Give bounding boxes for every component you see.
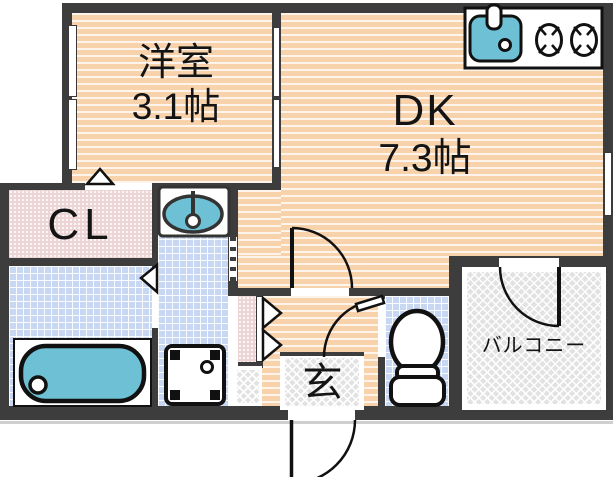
dk-floor-mid (238, 256, 449, 288)
western-room-name: 洋室 (137, 42, 214, 84)
entrance-label: 玄 (302, 361, 343, 405)
window-icon (604, 152, 612, 216)
sliding-door-icon (273, 27, 280, 97)
dk-hall-door-opening (291, 288, 349, 296)
top-wall (62, 3, 613, 13)
western-room-closet-opening (85, 183, 152, 190)
dk-label: DK 7.3帖 (300, 86, 550, 181)
bottom-wall (0, 406, 462, 420)
entrance-floor (285, 358, 359, 406)
toilet-door-opening (378, 299, 385, 357)
hall-closet-door-panel (256, 296, 263, 362)
closet-label: CL (47, 200, 114, 249)
western-room-floor (72, 13, 273, 183)
ground-shadow-line (0, 421, 613, 424)
hall-closet-floor (238, 296, 258, 362)
window-icon (68, 99, 77, 170)
toilet-floor (385, 296, 449, 406)
balcony-bottom-wall (455, 410, 613, 420)
dk-name: DK (392, 86, 458, 135)
closet-floor (9, 190, 152, 258)
bathroom-door-opening (152, 268, 158, 328)
entrance-side-floor (237, 370, 259, 403)
bathroom-floor (9, 266, 152, 406)
balcony-right-wall (606, 256, 613, 410)
dk-floor-left (238, 190, 281, 256)
closet-bath-wall (9, 258, 158, 266)
hall-closet-bottom-wall (238, 362, 263, 368)
western-room-size: 3.1帖 (131, 85, 221, 127)
western-room-left-wall (62, 3, 72, 190)
balcony-label: バルコニー (481, 335, 587, 357)
dk-size: 7.3帖 (378, 136, 472, 180)
window-icon (68, 25, 77, 97)
closet-hall-wall (152, 190, 158, 258)
right-wall (603, 3, 613, 267)
entrance-step-edge (280, 352, 364, 356)
western-room-label: 洋室 3.1帖 (79, 42, 273, 128)
left-wall-lower (0, 183, 9, 420)
balcony-left-wall (449, 256, 462, 410)
balcony-door-opening (499, 258, 559, 267)
sliding-door-icon (273, 99, 280, 168)
balcony-hatch (467, 272, 601, 404)
washroom-floor (158, 190, 228, 406)
bath-hall-wall (152, 266, 158, 406)
washroom-dk-opening (229, 237, 237, 281)
